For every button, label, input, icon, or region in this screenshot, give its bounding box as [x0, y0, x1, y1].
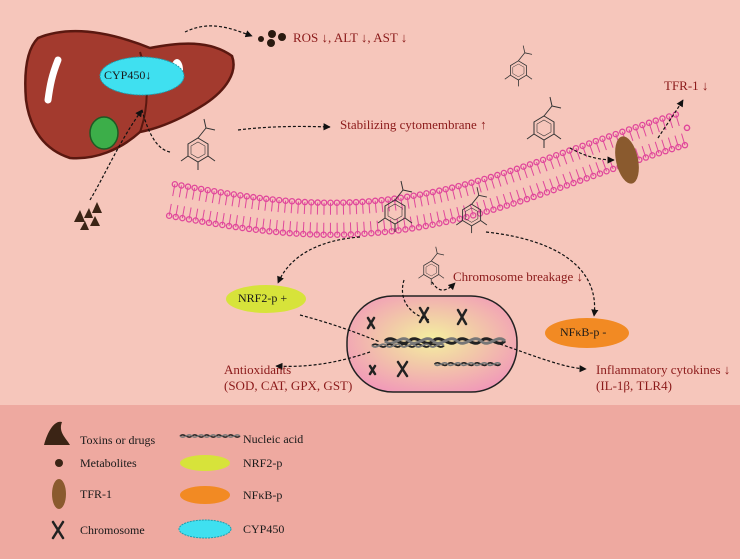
toxin-icon	[44, 421, 70, 445]
tfr1-icon	[52, 479, 66, 509]
nfkb-label: NFκB-p -	[560, 325, 607, 339]
stabilizing-label: Stabilizing cytomembrane ↑	[340, 117, 487, 132]
gallic-acid-molecule	[526, 96, 562, 149]
liver-illustration	[24, 29, 235, 160]
nucleus	[346, 295, 518, 393]
metabolite-icon	[55, 459, 63, 467]
chromosome-icon	[51, 520, 65, 540]
gallbladder	[89, 116, 119, 150]
tfr1-label: TFR-1 ↓	[664, 78, 709, 93]
arrows	[89, 25, 684, 373]
nfkb-ellipse	[545, 318, 629, 348]
tfr1-receptor	[615, 136, 639, 184]
legend-label-cyp450: CYP450	[243, 522, 285, 536]
nucleic-acid-icon	[179, 434, 241, 438]
toxin-pile	[74, 202, 102, 230]
legend-icons	[44, 421, 241, 540]
gallic-acid-molecule	[504, 45, 533, 87]
cell-membrane	[165, 111, 691, 239]
ros-label: ROS ↓, ALT ↓, AST ↓	[293, 30, 408, 45]
antioxidants-list: (SOD, CAT, GPX, GST)	[224, 378, 353, 393]
cyp450-label: CYP450↓	[104, 68, 152, 82]
chromosome-marks	[366, 306, 468, 378]
legend-label-tfr1: TFR-1	[80, 487, 113, 501]
nrf2-ellipse	[226, 285, 306, 313]
inflammatory-list: (IL-1β, TLR4)	[596, 378, 672, 393]
nrf2-label: NRF2-p +	[238, 291, 288, 305]
legend-label-toxins: Toxins or drugs	[80, 433, 156, 447]
legend-label-nfkb: NFκB-p	[243, 488, 283, 502]
legend-label-nrf2: NRF2-p	[243, 456, 283, 470]
gallic-acid-molecule	[418, 246, 445, 286]
nfkb-icon	[180, 486, 230, 504]
cyp450-icon	[178, 519, 232, 539]
antioxidants-label: Antioxidants	[224, 362, 292, 377]
inflammatory-label: Inflammatory cytokines ↓	[596, 362, 731, 377]
metabolite-dots	[258, 30, 286, 47]
chromosome-breakage-label: Chromosome breakage ↓	[453, 269, 583, 284]
cyp450-ellipse	[99, 56, 185, 96]
gallic-acid-molecule	[180, 118, 216, 171]
legend-label-chromosome: Chromosome	[80, 523, 145, 537]
legend-panel	[0, 405, 740, 559]
legend-label-nucleic-acid: Nucleic acid	[243, 432, 304, 446]
nrf2-icon	[180, 455, 230, 471]
legend-label-metabolites: Metabolites	[80, 456, 137, 470]
